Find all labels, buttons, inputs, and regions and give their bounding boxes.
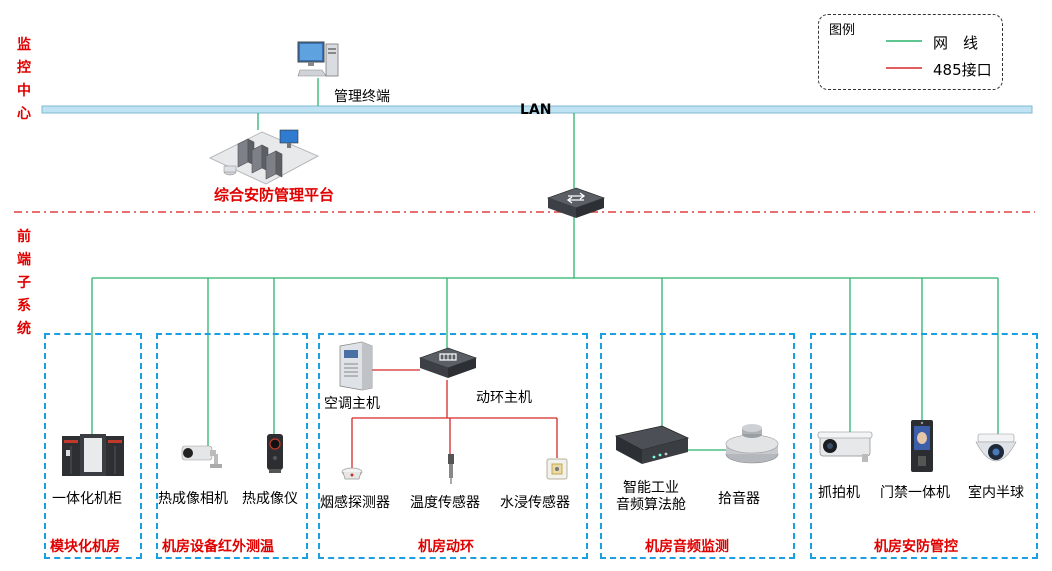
server-platform-icon [208,129,320,185]
env-host-icon [418,347,478,378]
zone-modular-room [44,333,142,559]
air-conditioner-icon [339,341,373,391]
audio-algorithm-box-icon [614,425,690,464]
switch-icon [546,187,606,218]
zone-title-modular-room: 模块化机房 [50,539,120,555]
pc-icon [297,41,339,77]
device-label-env-host: 动环主机 [476,390,532,406]
platform-label: 综合安防管理平台 [214,186,335,204]
zone-title-audio: 机房音频监测 [645,539,729,555]
device-label-audio-box: 智能工业 音频算法舱 [616,480,686,513]
capture-camera-icon [817,431,873,462]
device-label-thermal-camera: 热成像相机 [158,491,228,507]
legend-485-label: 485接口 [933,61,992,79]
dome-camera-icon [975,433,1017,462]
device-label-dome-camera: 室内半球 [968,485,1024,501]
device-label-air-conditioner: 空调主机 [324,396,380,412]
zone-environment [318,333,588,559]
monitor-center-label: 监 控 中 心 [17,37,31,122]
device-label-capture-camera: 抓拍机 [818,485,860,501]
front-subsystem-label: 前 端 子 系 统 [17,229,31,337]
device-label-smoke-detector: 烟感探测器 [320,495,390,511]
zone-audio-monitoring [600,333,795,559]
zone-title-security: 机房安防管控 [874,539,958,555]
device-label-cabinet: 一体化机柜 [52,491,122,507]
zone-title-environment: 机房动环 [418,539,474,555]
thermal-camera-icon [181,445,222,468]
smoke-detector-icon [341,467,363,480]
lan-bus [41,105,1033,114]
water-sensor-icon [546,458,568,480]
zone-title-thermal: 机房设备红外测温 [162,539,274,555]
device-label-access-control: 门禁一体机 [880,485,950,501]
terminal-label: 管理终端 [334,89,390,105]
temperature-sensor-icon [448,454,454,484]
device-label-water-sensor: 水浸传感器 [500,495,570,511]
device-label-thermal-imager: 热成像仪 [242,491,298,507]
zone-security-control [810,333,1038,559]
microphone-icon [725,424,779,464]
zone-thermal-monitoring [156,333,308,559]
device-label-temperature-sensor: 温度传感器 [410,495,480,511]
legend-title: 图例 [829,23,856,38]
device-label-microphone: 拾音器 [718,491,760,507]
cabinet-icon [62,434,124,476]
legend: 图例 [818,14,1003,90]
legend-network-label: 网 线 [933,34,979,52]
thermal-imager-icon [267,434,283,473]
access-control-terminal-icon [911,420,933,472]
lan-label: LAN [520,102,552,118]
